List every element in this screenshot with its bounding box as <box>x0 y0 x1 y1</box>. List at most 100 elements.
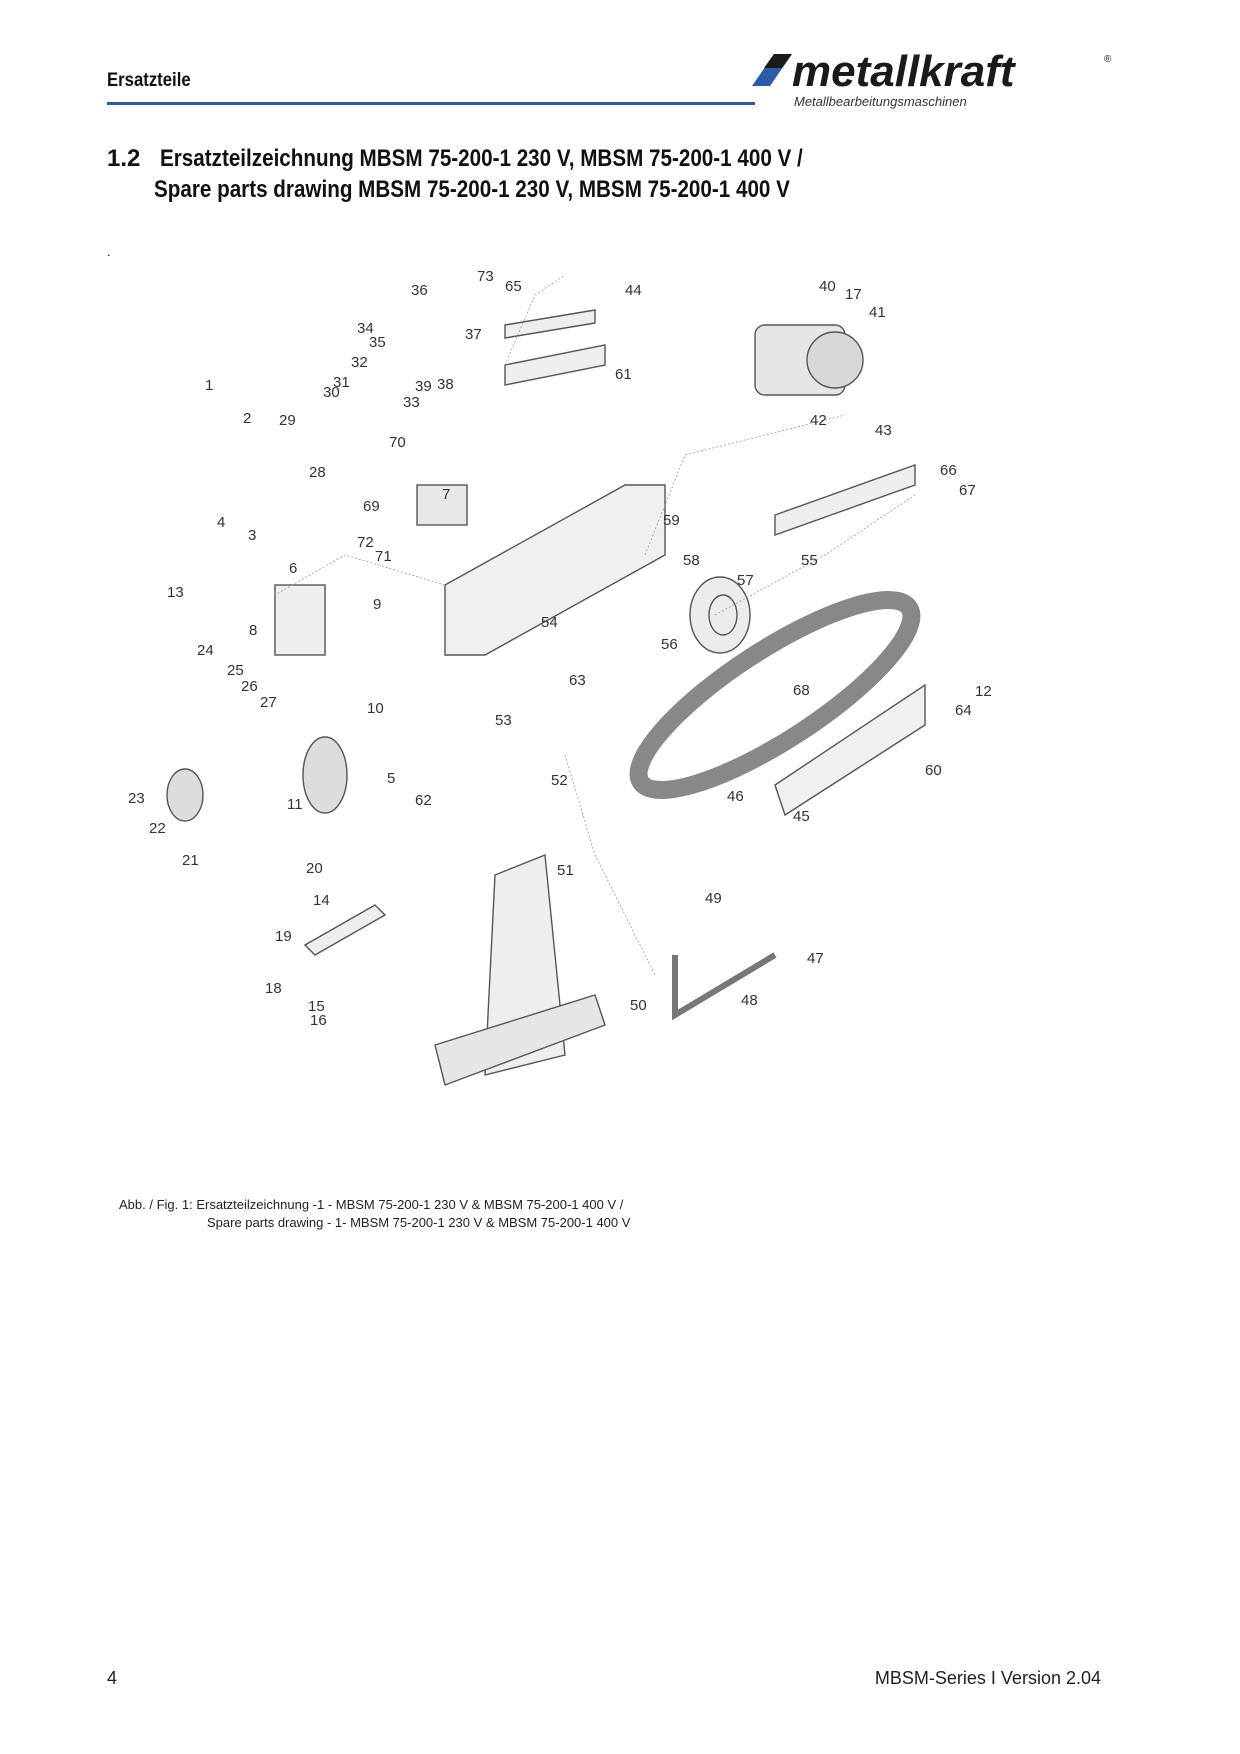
drawing-parts <box>166 309 926 1086</box>
part-label-67: 67 <box>959 482 976 499</box>
part-label-8: 8 <box>249 622 257 639</box>
part-label-60: 60 <box>925 762 942 779</box>
part-label-14: 14 <box>313 892 330 909</box>
part-label-58: 58 <box>683 552 700 569</box>
logo-tagline: Metallbearbeitungsmaschinen <box>794 94 967 109</box>
part-label-11: 11 <box>287 796 303 813</box>
part-label-71: 71 <box>375 548 392 565</box>
footer-page-number: 4 <box>107 1668 118 1688</box>
sanding-belt <box>629 591 921 799</box>
part-label-55: 55 <box>801 552 818 569</box>
part-label-64: 64 <box>955 702 972 719</box>
part-label-16: 16 <box>310 1012 327 1029</box>
section-title-english: Spare parts drawing MBSM 75-200-1 230 V,… <box>154 176 790 203</box>
part-label-43: 43 <box>875 422 892 439</box>
stray-mark: . <box>107 244 111 259</box>
part-label-19: 19 <box>275 928 292 945</box>
part-label-23: 23 <box>128 790 145 807</box>
part-label-27: 27 <box>260 694 277 711</box>
part-label-15: 15 <box>308 998 325 1015</box>
handle-rod <box>672 952 777 1021</box>
leader-lines <box>274 274 916 976</box>
part-label-38: 38 <box>437 376 454 393</box>
caption-line-2: Spare parts drawing - 1- MBSM 75-200-1 2… <box>207 1215 631 1230</box>
section-title-german: Ersatzteilzeichnung MBSM 75-200-1 230 V,… <box>160 145 803 172</box>
part-label-22: 22 <box>149 820 166 837</box>
part-label-5: 5 <box>387 770 395 787</box>
svg-text:®: ® <box>1104 54 1112 65</box>
pulley <box>166 768 204 822</box>
part-label-69: 69 <box>363 498 380 515</box>
part-label-46: 46 <box>727 788 744 805</box>
part-label-10: 10 <box>367 700 384 717</box>
part-label-41: 41 <box>869 304 886 321</box>
part-label-61: 61 <box>615 366 632 383</box>
part-label-32: 32 <box>351 354 368 371</box>
support-bracket <box>274 584 326 656</box>
footer-version: MBSM-Series I Version 2.04 <box>874 1668 1101 1688</box>
part-label-70: 70 <box>389 434 406 451</box>
part-label-68: 68 <box>793 682 810 699</box>
part-label-20: 20 <box>306 860 323 877</box>
caption-line-1: Abb. / Fig. 1: Ersatzteilzeichnung -1 - … <box>119 1197 624 1212</box>
part-label-2: 2 <box>243 410 251 427</box>
part-label-6: 6 <box>289 560 297 577</box>
part-label-39: 39 <box>415 378 432 395</box>
part-label-57: 57 <box>737 572 754 589</box>
part-label-51: 51 <box>557 862 574 879</box>
part-label-26: 26 <box>241 678 258 695</box>
bottom-frame <box>303 904 387 956</box>
part-label-36: 36 <box>411 282 428 299</box>
part-label-18: 18 <box>265 980 282 997</box>
part-label-63: 63 <box>569 672 586 689</box>
part-label-7: 7 <box>442 486 450 503</box>
main-frame <box>444 484 666 656</box>
part-label-9: 9 <box>373 596 381 613</box>
part-label-49: 49 <box>705 890 722 907</box>
part-label-65: 65 <box>505 278 522 295</box>
part-label-66: 66 <box>940 462 957 479</box>
part-label-13: 13 <box>167 584 184 601</box>
metallkraft-logo: metallkraft ® Metallbearbeitungsmaschine… <box>752 44 1114 114</box>
part-label-21: 21 <box>182 852 199 869</box>
switch-box <box>416 484 468 526</box>
platen-top <box>504 309 596 339</box>
part-label-59: 59 <box>663 512 680 529</box>
belt-plate <box>774 683 926 817</box>
part-label-45: 45 <box>793 808 810 825</box>
part-label-34: 34 <box>357 320 374 337</box>
drive-wheel <box>302 736 348 814</box>
part-label-72: 72 <box>357 534 374 551</box>
part-label-31: 31 <box>333 374 350 391</box>
part-label-4: 4 <box>217 514 225 531</box>
part-label-54: 54 <box>541 614 558 631</box>
part-label-17: 17 <box>845 286 862 303</box>
part-label-29: 29 <box>279 412 296 429</box>
part-label-62: 62 <box>415 792 432 809</box>
header-title: Ersatzteile <box>107 70 191 91</box>
part-label-48: 48 <box>741 992 758 1009</box>
figure-caption: Abb. / Fig. 1: Ersatzteilzeichnung -1 - … <box>119 1196 630 1232</box>
part-label-53: 53 <box>495 712 512 729</box>
part-label-40: 40 <box>819 278 836 295</box>
logo-wordmark: metallkraft <box>792 47 1017 96</box>
part-label-33: 33 <box>403 394 420 411</box>
part-label-73: 73 <box>477 268 494 285</box>
exploded-view-illustration: 1234567891011121314151617181920212223242… <box>128 268 992 1086</box>
platen-plate <box>504 344 606 386</box>
contact-wheel <box>689 576 751 654</box>
part-label-56: 56 <box>661 636 678 653</box>
part-label-1: 1 <box>205 377 213 394</box>
section-number: 1.2 <box>107 145 141 172</box>
part-label-47: 47 <box>807 950 824 967</box>
part-label-3: 3 <box>248 527 256 544</box>
part-label-12: 12 <box>975 683 992 700</box>
drawing-part-labels: 1234567891011121314151617181920212223242… <box>128 268 992 1029</box>
part-label-35: 35 <box>369 334 386 351</box>
part-label-52: 52 <box>551 772 568 789</box>
part-label-30: 30 <box>323 384 340 401</box>
part-label-50: 50 <box>630 997 647 1014</box>
pedestal-base <box>434 994 606 1086</box>
part-label-37: 37 <box>465 326 482 343</box>
